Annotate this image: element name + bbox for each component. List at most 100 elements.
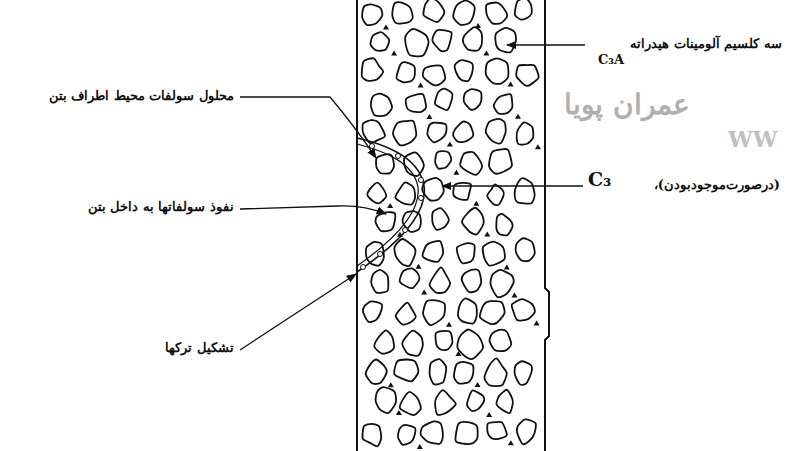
c3a-particle xyxy=(535,144,541,149)
aggregate xyxy=(371,270,388,293)
aggregate xyxy=(494,94,513,114)
annotation-label: تشکیل ترکها xyxy=(165,340,234,356)
c3a-particle xyxy=(417,444,423,449)
c3a-particle xyxy=(534,320,540,325)
aggregate xyxy=(394,360,418,382)
aggregate xyxy=(456,422,478,444)
aggregate-texture xyxy=(362,0,541,449)
c3a-particle xyxy=(416,264,422,269)
aggregate xyxy=(371,94,392,116)
c3a-particle xyxy=(484,231,490,236)
sulfate-front xyxy=(357,138,424,272)
aggregate xyxy=(462,270,482,293)
aggregate xyxy=(398,425,415,445)
aggregate xyxy=(362,4,382,25)
aggregate xyxy=(435,89,452,110)
aggregate xyxy=(435,331,452,350)
watermark: عمران پویا xyxy=(564,88,690,122)
aggregate xyxy=(422,178,444,201)
c3a-particle xyxy=(418,83,424,88)
aggregate xyxy=(495,28,516,53)
aggregate xyxy=(435,151,451,169)
aggregate xyxy=(432,208,449,230)
aggregate xyxy=(421,421,443,444)
aggregate xyxy=(464,89,482,110)
aggregate xyxy=(457,243,475,263)
aggregate xyxy=(423,65,445,85)
c3a-particle xyxy=(455,351,461,356)
aggregate xyxy=(463,27,482,51)
leader-lines xyxy=(240,45,585,350)
c3a-particle xyxy=(446,322,452,327)
formula-label: C₃A xyxy=(598,52,624,68)
aggregate xyxy=(395,182,415,204)
c3a-particle xyxy=(387,203,393,208)
aggregate xyxy=(370,32,389,51)
c3a-particle xyxy=(426,114,432,119)
aggregate xyxy=(517,419,536,444)
aggregate xyxy=(366,360,387,384)
formula-label: C₃ xyxy=(588,168,611,191)
aggregate xyxy=(374,330,394,353)
aggregate xyxy=(483,242,505,266)
aggregate xyxy=(455,60,473,81)
aggregate xyxy=(486,58,509,84)
aggregate xyxy=(363,301,382,322)
c3a-particle xyxy=(475,23,481,28)
aggregate xyxy=(367,183,386,204)
aggregate xyxy=(400,268,420,288)
concrete-wall xyxy=(357,0,549,451)
aggregate xyxy=(486,119,506,144)
aggregate xyxy=(454,362,474,384)
aggregate xyxy=(423,0,444,22)
aggregate xyxy=(462,208,484,235)
aggregate xyxy=(517,122,534,144)
aggregate xyxy=(460,152,482,175)
c3a-particle xyxy=(475,382,481,387)
aggregate xyxy=(406,94,426,112)
annotation-label: محلول سولفات محیط اطراف بتن xyxy=(49,88,234,104)
aggregate xyxy=(366,242,384,266)
aggregate xyxy=(496,390,512,413)
c3a-particle xyxy=(383,25,389,30)
aggregate xyxy=(432,30,451,51)
c3a-particle xyxy=(483,50,489,55)
aggregate xyxy=(516,65,538,86)
aggregate xyxy=(453,122,473,143)
aggregate xyxy=(458,298,477,323)
aggregate xyxy=(362,58,383,81)
c3a-particle xyxy=(504,265,510,270)
c3a-particle xyxy=(421,289,427,294)
c3a-particle xyxy=(388,382,394,387)
aggregate xyxy=(467,390,484,411)
aggregate xyxy=(512,299,535,320)
aggregate xyxy=(496,214,512,236)
aggregate xyxy=(427,123,446,143)
annotation-label: نفوذ سولفاتها به داخل بتن xyxy=(88,199,234,215)
c3a-particle xyxy=(473,201,479,206)
annotation-label: سه کلسیم آلومینات هیدراته xyxy=(630,36,782,52)
c3a-particle xyxy=(508,82,514,87)
aggregate xyxy=(375,212,395,231)
aggregate xyxy=(430,359,447,384)
aggregate xyxy=(363,424,382,447)
aggregate xyxy=(396,303,416,325)
aggregate xyxy=(490,270,513,297)
aggregate xyxy=(489,149,512,174)
aggregate xyxy=(487,184,504,205)
aggregate xyxy=(392,2,412,23)
aggregate xyxy=(516,238,535,261)
aggregate xyxy=(400,392,421,415)
aggregate xyxy=(394,239,415,266)
annotation-label: (درصورت‌موجودبودن)، xyxy=(654,177,780,193)
aggregate xyxy=(515,361,532,385)
aggregate xyxy=(453,0,474,24)
c3a-particle xyxy=(508,440,514,445)
c3a-particle xyxy=(511,292,517,297)
aggregate xyxy=(402,331,423,356)
aggregate xyxy=(423,300,445,325)
aggregate xyxy=(486,3,507,24)
aggregate xyxy=(423,241,444,262)
aggregate xyxy=(430,267,451,293)
